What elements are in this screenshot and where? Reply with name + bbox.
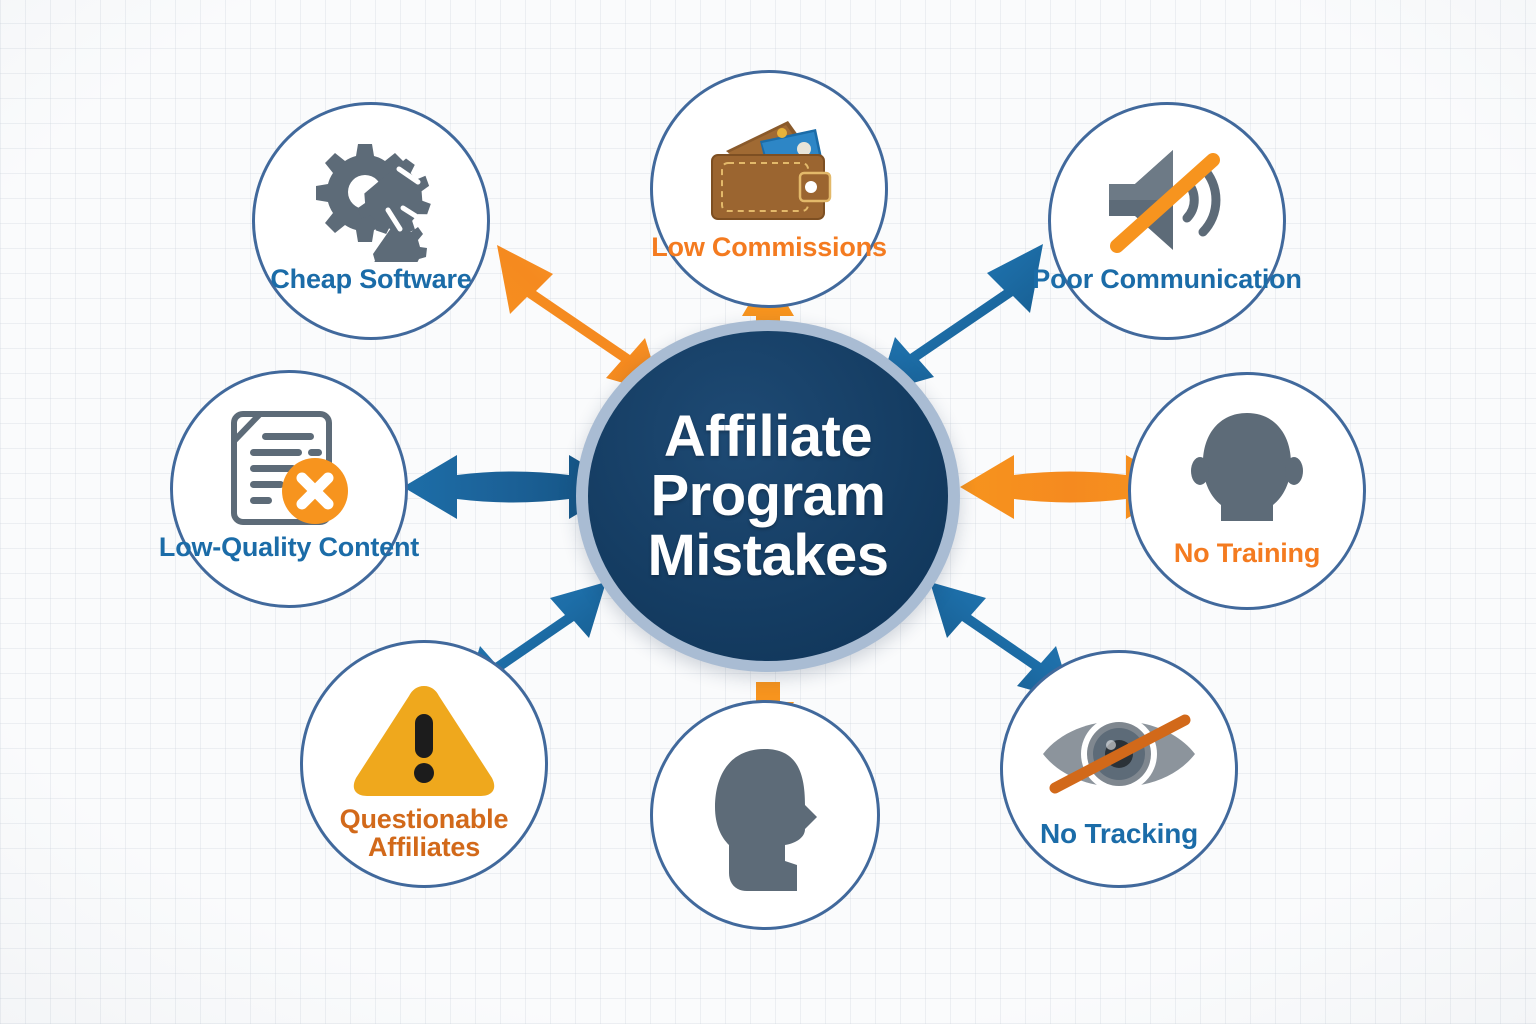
node-no-training[interactable]: No Training: [1128, 372, 1366, 610]
node-label-questionable-affiliates-line-1: Questionable: [339, 804, 509, 834]
arrow-low-quality-content: [403, 455, 623, 519]
node-label-questionable-affiliates-line-2: Affiliates: [367, 832, 481, 863]
hub-title-line-1: Affiliate: [663, 404, 873, 470]
node-questionable-affiliates[interactable]: Questionable Affiliates: [300, 640, 548, 888]
node-low-quality-content[interactable]: Low-Quality Content: [159, 370, 419, 608]
wallet-icon: [653, 105, 885, 231]
arrow-no-tracking: [930, 582, 1073, 702]
node-label-poor-communication: Poor Communication: [1032, 264, 1302, 294]
hub-title-line-2: Program: [650, 463, 886, 529]
warning-triangle-icon: [303, 679, 545, 801]
head-front-silhouette-icon: [1131, 409, 1363, 535]
arrow-no-training: [960, 455, 1180, 519]
muted-speaker-icon: [1051, 137, 1283, 263]
node-poor-communication[interactable]: Poor Communication: [1032, 102, 1302, 340]
node-label-no-training: No Training: [1173, 538, 1321, 568]
hub-title: Affiliate Program Mistakes: [633, 404, 902, 588]
document-with-x-icon: [173, 409, 405, 531]
arrow-poor-communication: [878, 244, 1043, 393]
node-low-commissions[interactable]: Low Commissions: [650, 70, 888, 308]
node-label-low-commissions: Low Commissions: [651, 232, 887, 262]
node-unlabeled-head[interactable]: [650, 700, 880, 930]
node-label-no-tracking: No Tracking: [1039, 818, 1199, 849]
node-no-tracking[interactable]: No Tracking: [1000, 650, 1238, 888]
hub-core: Affiliate Program Mistakes: [588, 331, 948, 661]
head-profile-silhouette-icon: [653, 745, 877, 895]
node-label-low-quality-content: Low-Quality Content: [158, 532, 420, 562]
arrow-cheap-software: [497, 245, 662, 394]
hub-title-line-3: Mistakes: [647, 522, 889, 588]
broken-gears-icon: [255, 133, 487, 263]
node-cheap-software[interactable]: Cheap Software: [252, 102, 490, 340]
node-label-cheap-software: Cheap Software: [270, 264, 472, 294]
crossed-out-eye-icon: [1003, 695, 1235, 813]
center-hub[interactable]: Affiliate Program Mistakes: [576, 320, 960, 672]
